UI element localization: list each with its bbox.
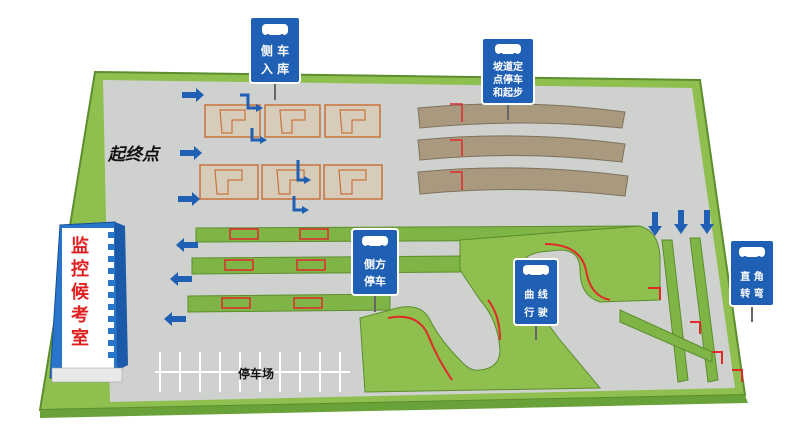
lane-strip (187, 293, 391, 313)
lane-strip (191, 255, 461, 275)
field-edge (40, 395, 748, 418)
building-title-char: 室 (71, 327, 89, 349)
sign-line: 曲 线 (524, 288, 547, 301)
ramp (417, 135, 626, 163)
arrow-left-icon (170, 272, 192, 286)
arrow-down-icon (674, 210, 688, 234)
car-icon (362, 236, 388, 249)
sign-line: 侧 车 (261, 43, 289, 58)
route-arrows (164, 88, 714, 326)
building-windows (108, 232, 114, 358)
parking-slot (323, 164, 383, 200)
curve-road-lines (387, 243, 611, 381)
arrow-left-icon (164, 312, 186, 326)
arrow-right-icon (178, 192, 200, 206)
parking-slot (261, 164, 321, 200)
sign-curve-driving: 曲 线 行 驶 (513, 258, 559, 340)
building-title-char: 控 (71, 258, 89, 280)
sign-line: 直 角 (740, 270, 763, 283)
start-end-label: 起终点 (107, 145, 162, 165)
monitoring-waiting-room-building: 监 控 候 考 室 (49, 221, 128, 383)
sign-reverse-parking: 侧 车 入 库 (249, 16, 301, 100)
sign-line: 坡道定 (493, 60, 523, 73)
sign-line: 行 驶 (523, 306, 547, 319)
sign-line: 停车 (364, 274, 386, 288)
car-icon (523, 265, 549, 278)
sign-hill-start: 坡道定 点停车 和起步 (481, 37, 535, 120)
sign-line: 转 弯 (740, 287, 763, 300)
hill-ramps (417, 103, 629, 197)
building-title-char: 考 (71, 304, 89, 326)
parking-lot-label: 停车场 (238, 366, 274, 381)
sign-line: 侧方 (364, 257, 386, 271)
arrow-down-icon (648, 212, 662, 236)
parking-slot-markings (214, 109, 367, 195)
building-title-char: 候 (71, 281, 90, 303)
car-icon (739, 247, 765, 260)
car-icon (495, 44, 521, 57)
parking-slot (199, 164, 259, 200)
building-title-char: 监 (71, 235, 89, 257)
sign-right-angle-turn: 直 角 转 弯 (729, 239, 775, 322)
sign-line: 入 库 (261, 61, 289, 76)
right-angle-turn-tracks (619, 237, 743, 383)
arrow-right-icon (180, 146, 202, 160)
ramp (417, 167, 629, 197)
car-icon (262, 24, 288, 38)
sign-line: 和起步 (492, 86, 523, 99)
sign-side-parking: 侧方 停车 (351, 228, 399, 312)
parking-lot: 停车场 (150, 350, 355, 395)
arrow-down-icon (700, 210, 714, 234)
arrow-right-icon (182, 88, 204, 102)
arrow-left-icon (176, 238, 198, 252)
sign-line: 点停车 (493, 73, 523, 86)
